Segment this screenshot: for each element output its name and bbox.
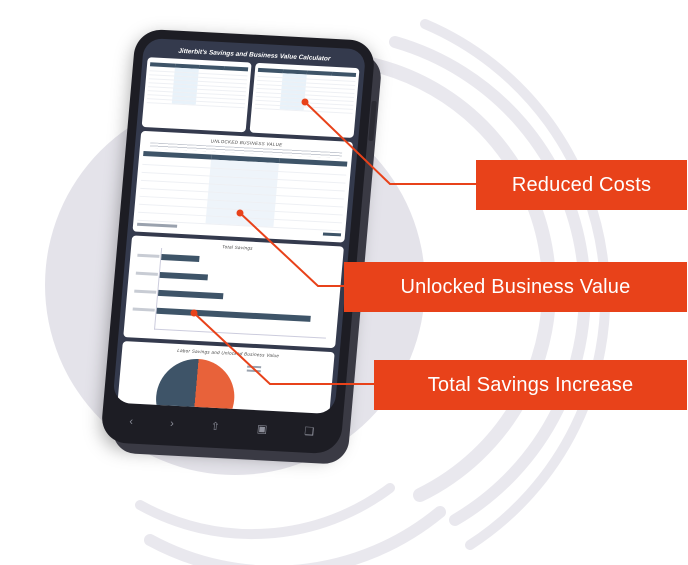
savings-bar (159, 271, 208, 280)
total-savings-chart (132, 247, 334, 339)
pie-legend (246, 365, 262, 374)
reduced-costs-callout: Reduced Costs (476, 160, 687, 210)
bookmarks-icon[interactable]: ▣ (256, 422, 268, 436)
cost-table-left (146, 62, 249, 108)
bar-category-label (135, 271, 158, 276)
reduced-costs-card-left (141, 57, 252, 133)
phone-device: Jitterbit's Savings and Business Value C… (100, 28, 377, 455)
unlocked-business-value-callout: Unlocked Business Value (344, 262, 687, 312)
unlocked-business-value-card: UNLOCKED BUSINESS VALUE (132, 130, 354, 243)
share-icon[interactable]: ⇧ (210, 420, 221, 433)
bar-category-label (137, 253, 160, 258)
pie-chart-card: Labor Savings and Unlocked Business Valu… (116, 340, 335, 415)
pie-chart-title: Labor Savings and Unlocked Business Valu… (177, 347, 280, 358)
phone-screen: Jitterbit's Savings and Business Value C… (112, 37, 367, 415)
total-savings-card: Total Savings (123, 234, 345, 348)
unlocked-value-table (137, 150, 348, 231)
savings-bar (158, 289, 224, 299)
reduced-costs-cards (141, 57, 360, 138)
savings-bar (156, 307, 311, 322)
forward-chevron-icon[interactable]: › (169, 417, 175, 430)
bar-category-label (134, 289, 157, 294)
reduced-costs-card-right (249, 62, 360, 138)
back-chevron-icon[interactable]: ‹ (128, 415, 134, 428)
total-savings-increase-callout: Total Savings Increase (374, 360, 687, 410)
cost-table-right (254, 67, 357, 113)
savings-bar (161, 253, 200, 262)
tabs-icon[interactable]: ❏ (303, 425, 315, 438)
bar-category-label (132, 307, 155, 312)
